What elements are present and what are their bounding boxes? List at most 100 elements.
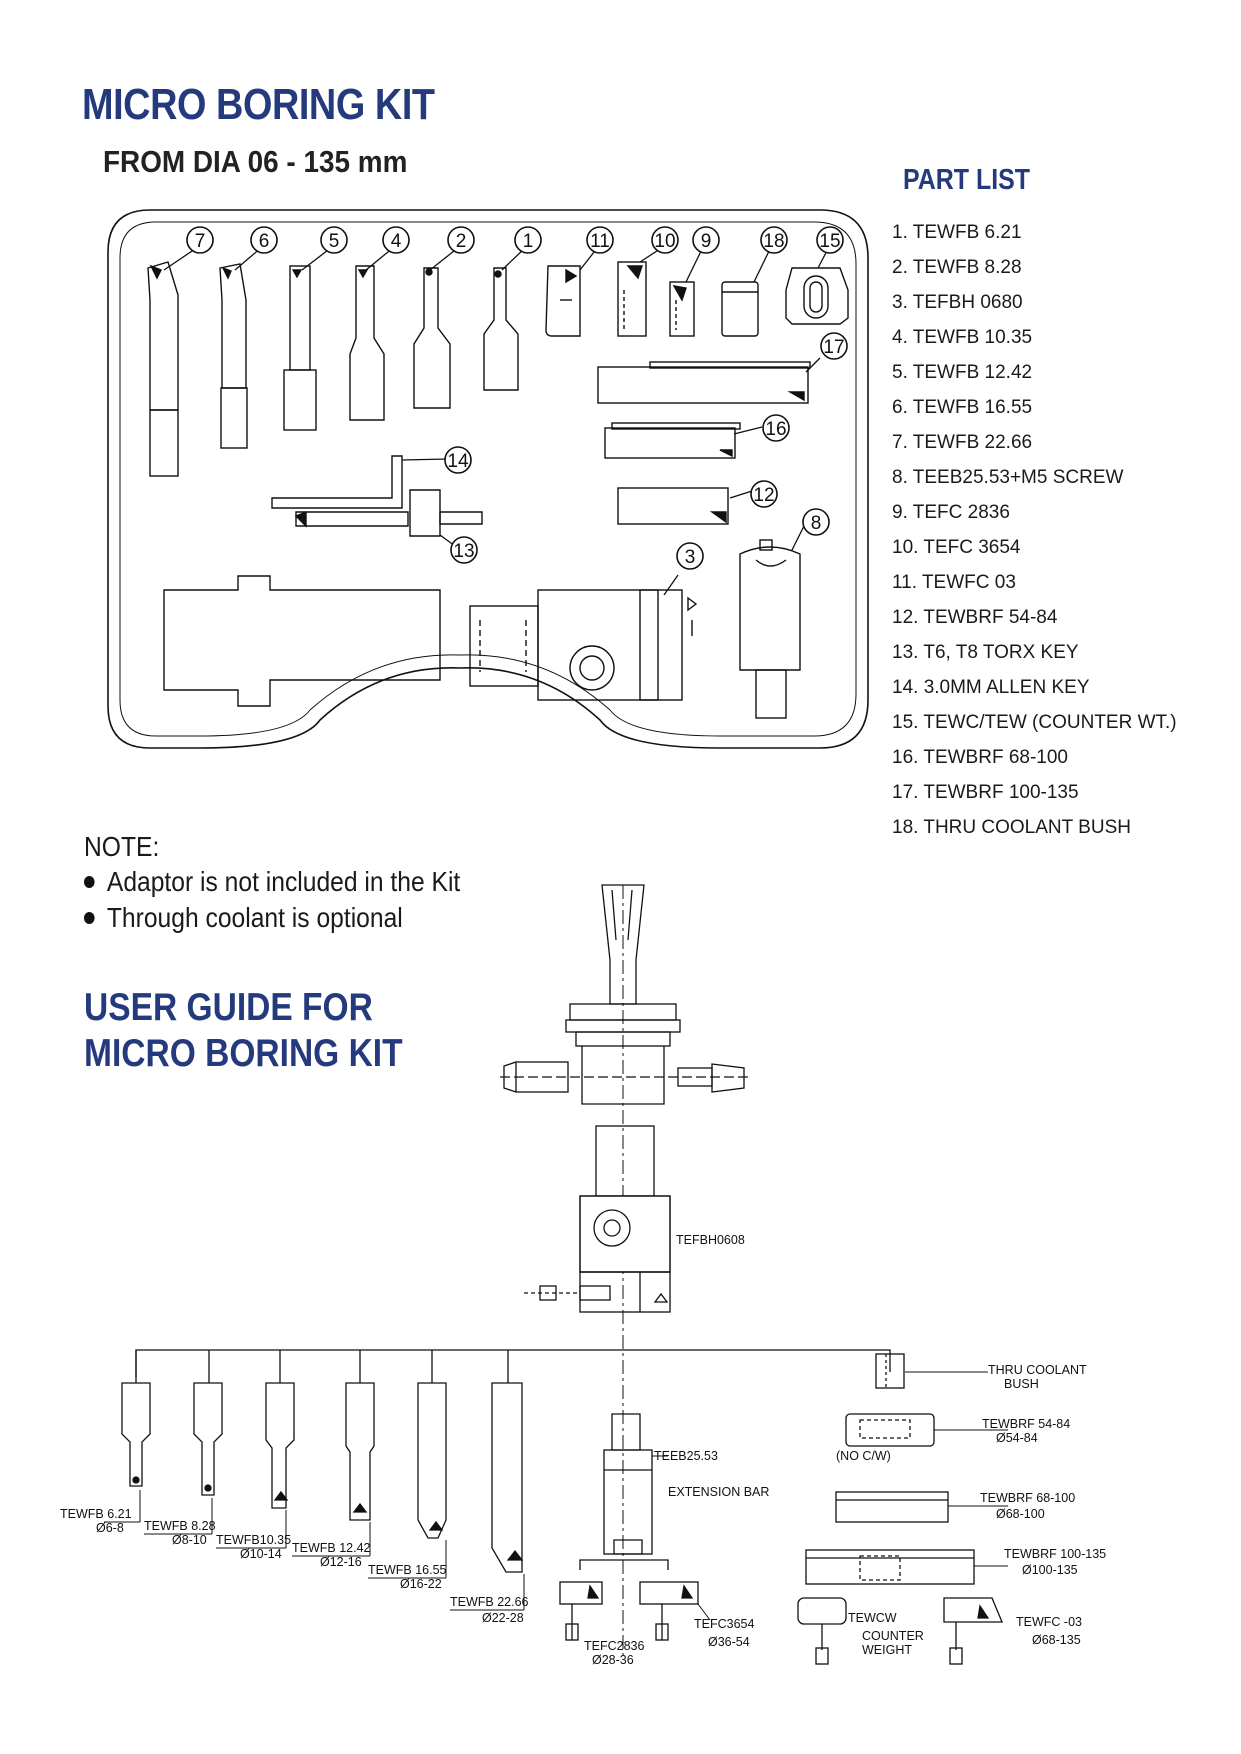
note-item: Adaptor is not included in the Kit — [84, 864, 460, 900]
label-tefc3654: TEFC3654 — [694, 1617, 754, 1631]
guide-coolant-bush — [875, 1353, 905, 1389]
guide-bore-rail — [835, 1491, 949, 1523]
callout-label: 8 — [811, 513, 822, 534]
callout-label: 13 — [453, 541, 474, 562]
guide-boring-bar — [345, 1382, 375, 1521]
guide-tewfc — [943, 1597, 1003, 1665]
guide-bore-rail — [845, 1413, 935, 1447]
label-counter: WEIGHT — [862, 1643, 912, 1657]
note-block: NOTE: Adaptor is not included in the Kit… — [84, 830, 460, 936]
callout-label: 10 — [654, 231, 675, 252]
callout-label: 6 — [259, 231, 270, 252]
label-bar2-d: Ø8-10 — [172, 1533, 207, 1547]
part-list-item: 1. TEWFB 6.21 — [892, 222, 1022, 243]
label-bar3: TEWFB10.35 — [216, 1533, 291, 1547]
part-list-item: 10. TEFC 3654 — [892, 537, 1021, 558]
label-bar5: TEWFB 16.55 — [368, 1563, 447, 1577]
guide-boring-bar — [193, 1382, 223, 1496]
callout-circle — [692, 226, 720, 254]
callout-circle — [820, 332, 848, 360]
bullet-icon — [84, 912, 95, 924]
kit-counter-weight — [785, 267, 849, 325]
callout-circle — [586, 226, 614, 254]
callout-circle — [447, 226, 475, 254]
kit-boring-bar — [283, 265, 317, 431]
callout-circle — [320, 226, 348, 254]
label-bar6-d: Ø22-28 — [482, 1611, 524, 1625]
callout-label: 7 — [195, 231, 206, 252]
callout-circle — [676, 542, 704, 570]
callout-circle — [250, 226, 278, 254]
label-bar1: TEWFB 6.21 — [60, 1507, 132, 1521]
label-coolant: THRU COOLANT — [988, 1363, 1087, 1377]
label-tewbrf100: TEWBRF 100-135 — [1004, 1547, 1106, 1561]
kit-case-inner-outline — [119, 221, 857, 737]
kit-boring-bar — [413, 267, 451, 409]
callout-circle — [750, 480, 778, 508]
guide-counter-weight — [797, 1597, 847, 1665]
kit-case-outline — [107, 209, 869, 749]
label-tewbrf100-d: Ø100-135 — [1022, 1563, 1078, 1577]
part-list-item: 13. T6, T8 TORX KEY — [892, 642, 1079, 663]
kit-cartridge — [669, 281, 695, 337]
label-tewbrf54-d: Ø54-84 — [996, 1431, 1038, 1445]
kit-cartridge — [545, 265, 581, 337]
label-bar1-d: Ø6-8 — [96, 1521, 124, 1535]
label-bar5-d: Ø16-22 — [400, 1577, 442, 1591]
part-list-item: 9. TEFC 2836 — [892, 502, 1010, 523]
guide-bore-rail — [805, 1549, 975, 1585]
callout-label: 4 — [391, 231, 402, 252]
callout-label: 5 — [329, 231, 340, 252]
callout-circle — [802, 508, 830, 536]
kit-adaptor-shape — [163, 575, 441, 707]
label-tewbrf54: TEWBRF 54-84 — [982, 1417, 1070, 1431]
guide-boring-bar — [491, 1382, 524, 1573]
diagram-labels: TEFBH0608 THRU COOLANT BUSH TEWBRF 54-84… — [60, 1233, 1106, 1667]
label-tefbh: TEFBH0608 — [676, 1233, 745, 1247]
label-coolant: BUSH — [1004, 1377, 1039, 1391]
callout-circle — [651, 226, 679, 254]
callout-circle — [514, 226, 542, 254]
callout-label: 3 — [685, 547, 696, 568]
user-guide-title: USER GUIDE FOR MICRO BORING KIT — [84, 986, 403, 1075]
part-list: 1. TEWFB 6.21 2. TEWFB 8.28 3. TEFBH 068… — [892, 218, 1177, 848]
kit-boring-bar — [147, 261, 179, 477]
kit-extension-bar — [739, 539, 801, 719]
label-teeb: TEEB25.53 — [654, 1449, 718, 1463]
page-title: MICRO BORING KIT — [82, 80, 435, 129]
kit-boring-bar — [483, 267, 519, 391]
label-tewfc: TEWFC -03 — [1016, 1615, 1082, 1629]
part-list-item: 3. TEFBH 0680 — [892, 292, 1023, 313]
callout-circle — [382, 226, 410, 254]
part-list-item: 12. TEWBRF 54-84 — [892, 607, 1058, 628]
label-tewcw: TEWCW — [848, 1611, 897, 1625]
label-tewfc-d: Ø68-135 — [1032, 1633, 1081, 1647]
part-list-item: 15. TEWC/TEW (COUNTER WT.) — [892, 712, 1177, 733]
kit-boring-bar — [219, 263, 248, 449]
part-list-item: 16. TEWBRF 68-100 — [892, 747, 1069, 768]
part-list-item: 2. TEWFB 8.28 — [892, 257, 1022, 278]
label-bar4-d: Ø12-16 — [320, 1555, 362, 1569]
callout-label: 11 — [590, 231, 610, 252]
part-list-item: 4. TEWFB 10.35 — [892, 327, 1033, 348]
kit-allen-key — [271, 455, 483, 537]
callout-circle — [762, 414, 790, 442]
callout-label: 18 — [763, 231, 784, 252]
kit-boring-head — [469, 589, 698, 701]
kit-boring-bar — [349, 265, 385, 421]
callout-label: 17 — [823, 337, 844, 358]
callout-circle — [816, 226, 844, 254]
note-title: NOTE: — [84, 831, 160, 862]
part-list-item: 17. TEWBRF 100-135 — [892, 782, 1079, 803]
guide-cartridge — [559, 1581, 603, 1641]
kit-bore-rail — [617, 487, 729, 525]
kit-bore-rail — [597, 361, 811, 404]
label-bar3-d: Ø10-14 — [240, 1547, 282, 1561]
part-list-item: 6. TEWFB 16.55 — [892, 397, 1033, 418]
callout-label: 9 — [701, 231, 712, 252]
label-counter: COUNTER — [862, 1629, 924, 1643]
guide-boring-bar — [265, 1382, 295, 1509]
callout-label: 12 — [753, 485, 774, 506]
label-tefc2836-d: Ø28-36 — [592, 1653, 634, 1667]
